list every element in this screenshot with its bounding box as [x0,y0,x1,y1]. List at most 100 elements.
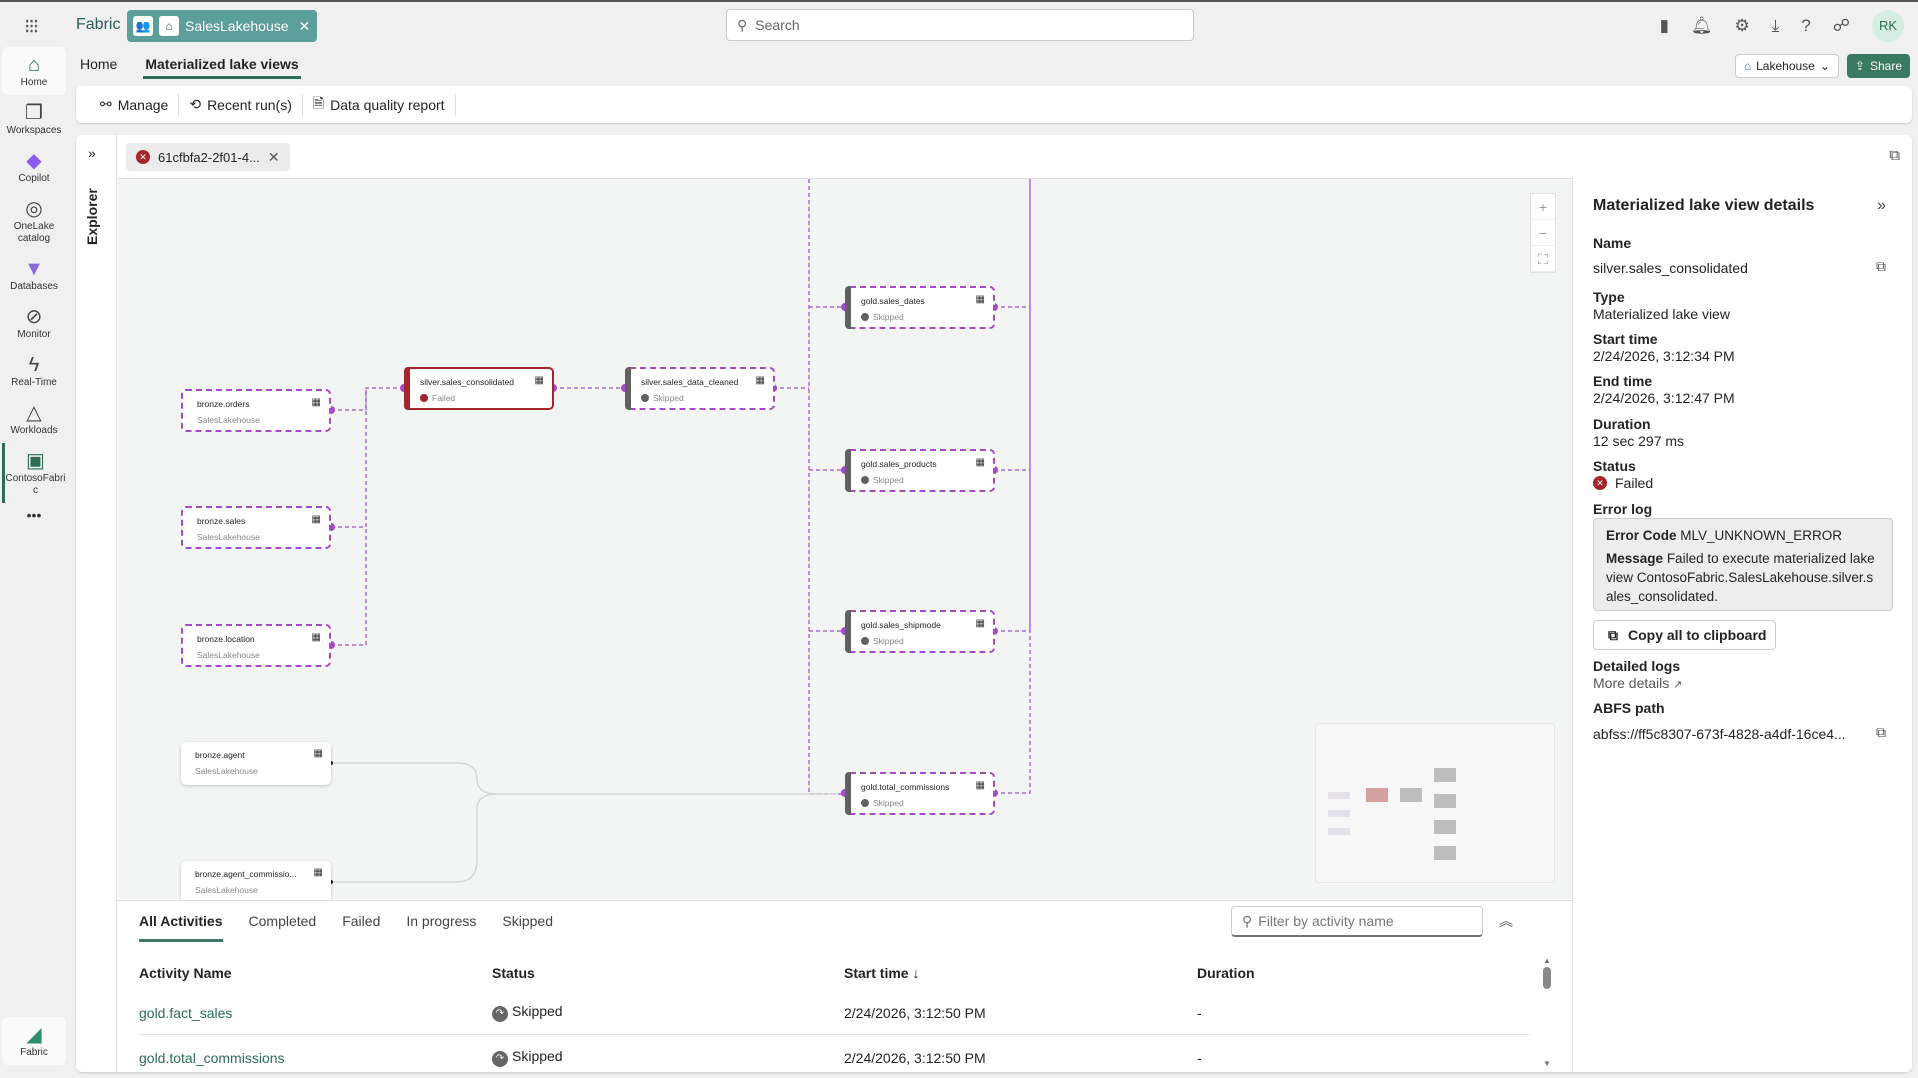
collapse-panel-icon[interactable]: » [1877,197,1886,214]
node-title: gold.sales_products [861,459,937,469]
scroll-down-icon[interactable]: ▼ [1543,1059,1551,1068]
search-input[interactable]: ⚲Search [726,9,1194,41]
scroll-up-icon[interactable]: ▲ [1543,956,1551,965]
tab-failed[interactable]: Failed [342,913,381,929]
gear-icon[interactable]: ⚙ [1734,16,1750,35]
download-icon[interactable]: ⤓ [1771,16,1780,35]
node-bronze-agent-commissions[interactable]: bronze.agent_commissio...SalesLakehouse▦ [181,861,331,904]
tab-home[interactable]: Home [80,56,118,72]
tab-all-activities[interactable]: All Activities [139,913,223,942]
tab-skipped[interactable]: Skipped [502,913,553,929]
avatar[interactable]: RK [1872,10,1904,42]
workspace-tab[interactable]: 👥 ⌂ SalesLakehouse ✕ [127,10,317,42]
nav-onelake[interactable]: ◎OneLake catalog [2,191,66,251]
bell-icon[interactable]: 🔔︎ [1690,16,1713,35]
table-row[interactable]: gold.total_commissions ↷Skipped 2/24/202… [139,1036,1529,1072]
panel-icon[interactable]: ▮ [1659,16,1669,35]
details-title: Materialized lake view details [1593,197,1815,214]
activity-name-link[interactable]: gold.total_commissions [139,1050,285,1066]
copy-name-icon[interactable]: ⧉ [1876,258,1886,274]
collapse-up-icon[interactable]: ︽ [1499,913,1513,929]
feedback-icon[interactable]: ☍ [1832,16,1850,35]
nav-monitor[interactable]: ⊘Monitor [2,299,66,347]
filter-input[interactable]: ⚲Filter by activity name [1231,906,1483,937]
expand-icon[interactable]: » [88,145,96,161]
brand-label[interactable]: Fabric [76,16,121,33]
external-link-icon: ↗ [1673,679,1683,691]
close-icon[interactable]: ✕ [267,148,280,165]
more-button[interactable]: ••• [26,507,42,523]
fit-view-button[interactable]: ⛶ [1531,246,1555,272]
column-status[interactable]: Status [492,965,535,981]
scroll-thumb[interactable] [1543,967,1551,989]
skipped-icon [861,799,869,807]
zoom-out-button[interactable]: − [1531,220,1555,246]
zoom-in-button[interactable]: + [1531,194,1555,220]
node-status: Skipped [861,312,904,322]
node-status-label: Skipped [873,798,904,808]
failed-icon: ✕ [136,150,150,164]
explorer-pane[interactable]: » Explorer [76,135,117,1072]
node-subtitle: SalesLakehouse [195,766,258,776]
node-title: bronze.orders [197,399,250,409]
node-title: silver.sales_data_cleaned [641,377,739,387]
end-time-value: 2/24/2026, 3:12:47 PM [1593,390,1735,406]
column-duration[interactable]: Duration [1197,965,1255,981]
tab-completed[interactable]: Completed [248,913,317,929]
minimap-node [1328,792,1350,799]
search-placeholder: Search [755,17,800,33]
close-icon[interactable]: ✕ [298,17,311,34]
nav-workloads[interactable]: △Workloads [2,395,66,443]
node-subtitle: SalesLakehouse [195,885,258,895]
app-launcher-icon[interactable]: ⁝⁝⁝ [24,16,39,38]
column-activity-name[interactable]: Activity Name [139,965,232,981]
minimap-node [1366,788,1388,802]
share-button[interactable]: ⇪Share [1846,54,1910,78]
more-details-link[interactable]: More details ↗ [1593,675,1682,691]
node-title: bronze.agent_commissio... [195,869,297,879]
table-row[interactable]: gold.fact_sales ↷Skipped 2/24/2026, 3:12… [139,991,1529,1035]
node-title: gold.sales_shipmode [861,620,941,630]
duration-value: 12 sec 297 ms [1593,433,1685,449]
nav-contosofabric[interactable]: ▣ContosoFabric [2,443,66,503]
minimap-node [1434,794,1456,808]
nav-workspaces[interactable]: ❐Workspaces [2,95,66,143]
tab-materialized-lake-views[interactable]: Materialized lake views [143,52,301,79]
run-tab[interactable]: ✕ 61cfbfa2-2f01-4... ✕ [126,143,290,171]
duration-cell: - [1197,1050,1202,1066]
manage-button[interactable]: ⚯Manage [90,93,180,116]
edge [331,793,498,883]
activity-name-link[interactable]: gold.fact_sales [139,1005,233,1021]
nav-copilot[interactable]: ◆Copilot [2,143,66,191]
copy-all-button[interactable]: ⧉Copy all to clipboard [1593,620,1776,650]
nav-fabric[interactable]: ◢Fabric [2,1017,66,1065]
recent-runs-button[interactable]: ⟲Recent run(s) [179,93,303,116]
tab-in-progress[interactable]: In progress [406,913,477,929]
help-icon[interactable]: ? [1801,16,1811,35]
copy-icon[interactable]: ⧉ [1889,147,1900,164]
fabric-logo-icon: ◢ [26,1024,42,1046]
type-value: Materialized lake view [1593,306,1730,322]
nav-home[interactable]: ⌂Home [2,47,66,95]
lakehouse-dropdown[interactable]: ⌂Lakehouse⌄ [1734,54,1839,78]
data-quality-report-button[interactable]: 🗎︎Data quality report [303,93,456,116]
scrollbar[interactable]: ▲ ▼ [1541,956,1553,1068]
status-bar [625,367,631,410]
node-subtitle: SalesLakehouse [197,532,260,542]
column-start-time[interactable]: Start time ↓ [844,965,920,981]
nav-databases[interactable]: ▼Databases [2,251,66,299]
minimap[interactable] [1315,723,1555,883]
copy-abfs-icon[interactable]: ⧉ [1876,724,1886,740]
